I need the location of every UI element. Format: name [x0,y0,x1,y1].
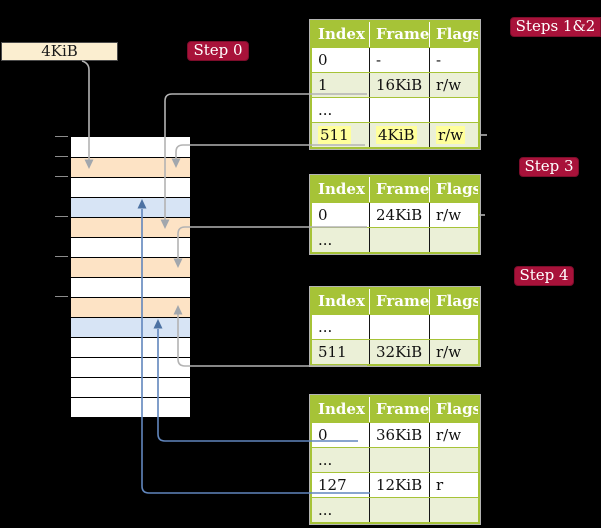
table-cell [369,448,429,472]
table-cell: 32KiB [369,340,429,364]
memory-frame-row-0 [71,137,190,157]
table-cell: ... [318,318,333,336]
table-cell [369,498,429,522]
column-header-index: Index [318,400,365,418]
column-header-flags: Flags [429,177,478,202]
table-cell [369,98,429,122]
memory-frame-row-12 [71,377,190,397]
memory-address-tick [55,156,68,157]
table-cell: 36KiB [369,423,429,447]
table-cell [429,315,478,339]
table-cell: ... [318,501,333,519]
highlighted-value: 511 [318,126,351,144]
memory-address-tick [55,136,68,137]
frame-size-text: 4KiB [41,42,78,60]
table-row: 0 -- [312,47,478,72]
memory-address-tick [55,216,68,217]
column-header-index: Index [318,25,365,43]
table-row: ... [312,447,478,472]
column-header-frame: Frame [369,289,429,314]
memory-frame-row-13 [71,397,190,417]
badge-step-0: Step 0 [187,41,249,61]
memory-frame-row-9 [71,317,190,337]
column-header-flags: Flags [429,289,478,314]
table-cell: 4KiB [369,123,429,147]
column-header-flags: Flags [429,397,478,422]
column-header-index: Index [318,180,365,198]
frame-size-label: 4KiB [1,42,118,61]
table-row: ... [312,497,478,522]
table-cell: 511 [318,343,347,361]
memory-address-tick [55,176,68,177]
table-cell: r/w [429,73,478,97]
memory-frame-row-1 [71,157,190,177]
table-cell: r/w [429,123,478,147]
badge-steps-1-2: Steps 1&2 [510,17,601,37]
memory-frame-row-10 [71,337,190,357]
memory-frame-row-4 [71,217,190,237]
table-cell: 24KiB [369,203,429,227]
table-cell: 0 [318,426,328,444]
memory-address-tick [55,296,68,297]
table-row: ... [312,97,478,122]
badge-step-4: Step 4 [514,266,574,286]
table-row: 511 4KiB r/w [312,122,478,147]
table-cell [429,498,478,522]
memory-frame-row-2 [71,177,190,197]
table-cell: r [429,473,478,497]
table-cell: 511 [312,123,369,147]
memory-address-tick [55,256,68,257]
table-cell: ... [318,231,333,249]
table-cell: 1 [318,76,328,94]
column-header-flags: Flags [429,22,478,47]
table-cell [369,315,429,339]
table-cell: 16KiB [369,73,429,97]
table-cell: 0 [318,206,328,224]
column-header-index: Index [318,292,365,310]
table-cell: - [429,48,478,72]
table-cell: r/w [429,203,478,227]
column-header-frame: Frame [369,397,429,422]
highlighted-value: 4KiB [376,126,417,144]
table-cell: - [369,48,429,72]
table-cell [429,228,478,252]
column-header-frame: Frame [369,22,429,47]
highlighted-value: r/w [436,126,466,144]
table-cell: ... [318,101,333,119]
memory-frame-row-3 [71,197,190,217]
table-cell: r/w [429,423,478,447]
memory-frame-row-6 [71,257,190,277]
memory-frame-row-5 [71,237,190,257]
physical-memory-column [70,136,191,418]
memory-frame-row-7 [71,277,190,297]
memory-frame-row-11 [71,357,190,377]
table-cell [429,448,478,472]
table-row: ... [312,227,478,252]
table-cell: r/w [429,340,478,364]
memory-frame-row-8 [71,297,190,317]
table-cell [429,98,478,122]
table-cell: 12KiB [369,473,429,497]
table-cell [369,228,429,252]
table-cell: 0 [318,51,328,69]
badge-step-3: Step 3 [519,157,579,177]
table-row: ... [312,314,478,339]
table-cell: ... [318,451,333,469]
table-cell: 127 [318,476,347,494]
column-header-frame: Frame [369,177,429,202]
